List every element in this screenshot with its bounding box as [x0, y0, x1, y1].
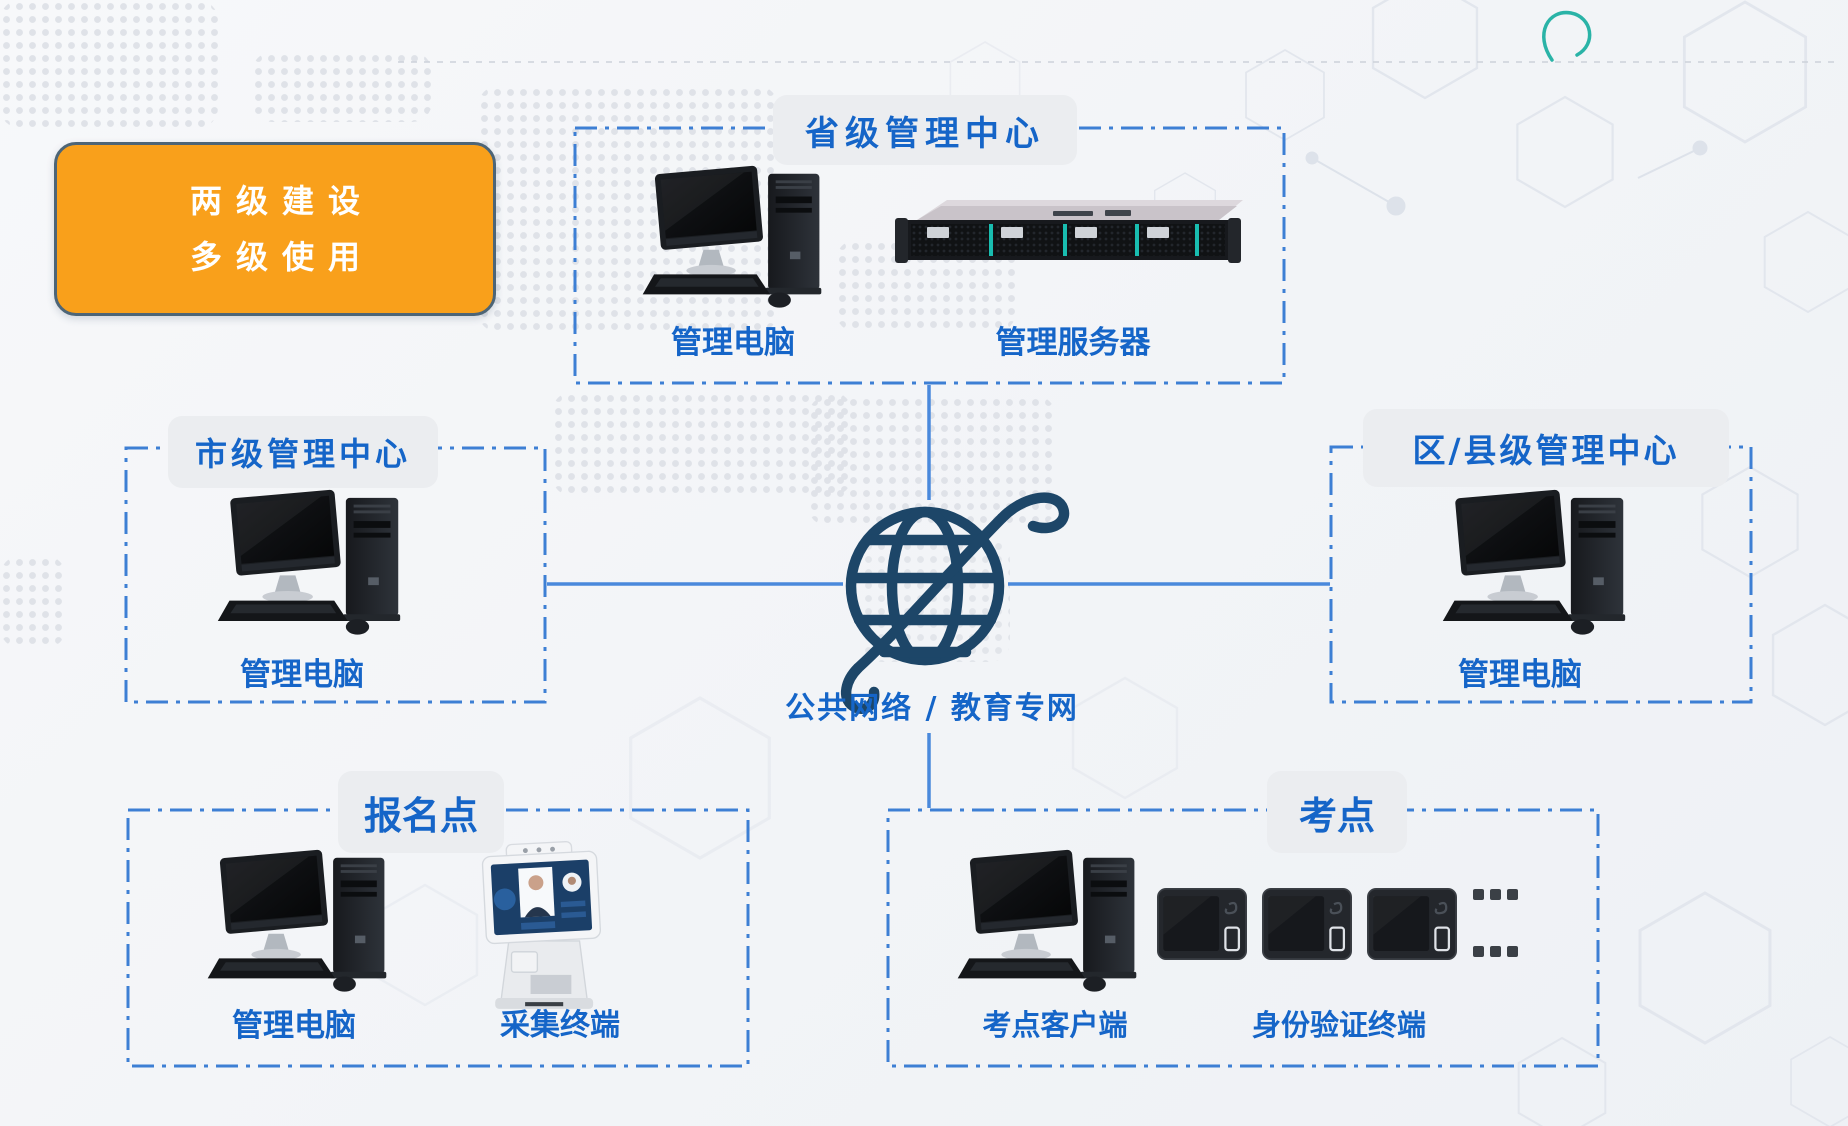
- municipal-center-title: 市级管理中心: [168, 416, 438, 488]
- more-devices-ellipsis: [1473, 889, 1518, 900]
- exam-client-label: 考点客户端: [982, 1008, 1128, 1042]
- municipal-center-box: [124, 446, 547, 704]
- dot-map-decoration: [252, 52, 432, 122]
- registration-site-title: 报名点: [338, 771, 504, 853]
- desktop-pc-icon: [217, 489, 401, 635]
- id-verification-terminal-icon: [1261, 887, 1353, 961]
- provincial-server-label: 管理服务器: [995, 325, 1151, 361]
- dot-map-decoration: [0, 556, 66, 648]
- collection-kiosk-icon: [480, 839, 602, 1010]
- district-center-title: 区/县级管理中心: [1363, 409, 1729, 487]
- dot-map-decoration: [552, 392, 852, 496]
- network-globe-icon: [840, 492, 1070, 714]
- registration-pc-label: 管理电脑: [232, 1008, 356, 1044]
- exam-site-title: 考点: [1267, 771, 1407, 853]
- more-devices-ellipsis: [1473, 946, 1518, 957]
- desktop-pc-icon: [1442, 489, 1626, 635]
- provincial-pc-label: 管理电脑: [671, 325, 795, 361]
- dot-map-decoration: [0, 0, 218, 128]
- teal-curl-decoration: [1542, 10, 1592, 62]
- id-terminal-label: 身份验证终端: [1251, 1008, 1427, 1042]
- badge-line1: 两级建设: [189, 182, 374, 220]
- district-pc-label: 管理电脑: [1458, 657, 1582, 693]
- exam-site-box: [886, 808, 1600, 1068]
- collection-kiosk-label: 采集终端: [500, 1008, 620, 1043]
- rack-server-icon: [895, 200, 1243, 263]
- two-level-build-badge: 两级建设 多级使用: [54, 142, 496, 316]
- desktop-pc-icon: [642, 165, 822, 308]
- badge-line2: 多级使用: [189, 238, 374, 276]
- desktop-pc-icon: [207, 849, 387, 992]
- provincial-center-title: 省级管理中心: [773, 95, 1077, 165]
- municipal-pc-label: 管理电脑: [240, 657, 364, 693]
- id-verification-terminal-icon: [1156, 887, 1248, 961]
- network-label: 公共网络 / 教育专网: [785, 691, 1079, 726]
- id-verification-terminal-icon: [1366, 887, 1458, 961]
- desktop-pc-icon: [957, 849, 1137, 992]
